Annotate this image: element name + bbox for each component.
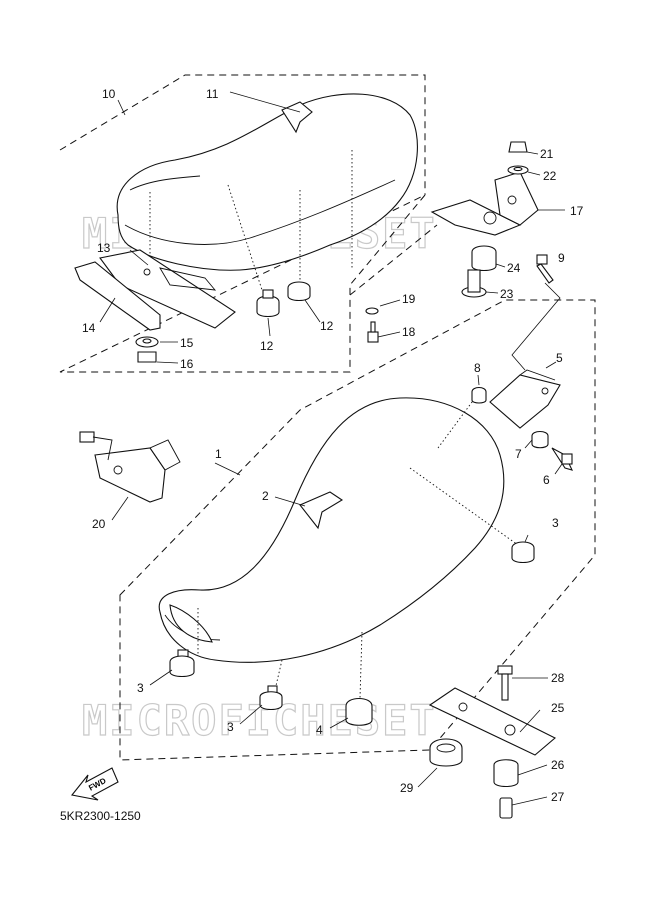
- plate-25: [428, 687, 556, 756]
- callout-6: 6: [543, 473, 550, 487]
- callout-2: 2: [262, 489, 269, 503]
- callout-18: 18: [402, 325, 416, 339]
- washer-19: [365, 307, 379, 315]
- callout-3-right: 3: [552, 516, 559, 530]
- damper-3-left: [169, 649, 195, 678]
- damper-29: [429, 738, 463, 767]
- callout-3-mid: 3: [227, 720, 234, 734]
- callout-26: 26: [551, 758, 565, 772]
- bolt-9: [536, 254, 554, 284]
- callout-9: 9: [558, 251, 565, 265]
- callout-1: 1: [215, 447, 222, 461]
- callout-19: 19: [402, 292, 416, 306]
- callout-3-left: 3: [137, 681, 144, 695]
- damper-12a: [256, 289, 280, 318]
- seat-main: [158, 397, 519, 699]
- callout-15: 15: [180, 336, 194, 350]
- grab-bracket-20: [79, 431, 181, 503]
- bracket-5: [489, 369, 561, 429]
- callout-22: 22: [543, 169, 557, 183]
- damper-26: [493, 759, 519, 788]
- callout-28: 28: [551, 671, 565, 685]
- bracket-17: [430, 171, 539, 236]
- callout-14: 14: [82, 321, 96, 335]
- callout-4-label: 4: [316, 723, 323, 737]
- callout-10: 10: [102, 87, 116, 101]
- callout-12-b: 12: [320, 319, 334, 333]
- callout-20: 20: [92, 517, 106, 531]
- washer-22: [507, 165, 529, 175]
- callout-16: 16: [180, 357, 194, 371]
- diagram-code: 5KR2300-1250: [60, 809, 141, 823]
- damper-3-middle: [259, 685, 283, 711]
- bolt-6: [551, 447, 574, 471]
- callout-12a: 12: [260, 339, 274, 353]
- callout-7: 7: [515, 447, 522, 461]
- callout-11: 11: [206, 87, 219, 101]
- callout-27: 27: [551, 790, 565, 804]
- callout-23: 23: [500, 287, 514, 301]
- damper-24: [471, 245, 497, 272]
- watermark-bottom: MICROFICHESET: [82, 696, 437, 745]
- callout-8: 8: [474, 361, 481, 375]
- damper-4: [345, 697, 373, 726]
- bolt-28: [497, 665, 513, 701]
- damper-12b: [287, 281, 311, 302]
- callouts: 10 11 13 14 15 16 12 12 21 22 17 9 24 23…: [82, 87, 584, 804]
- collar-27: [499, 797, 513, 819]
- nut-21: [508, 141, 528, 153]
- callout-5: 5: [556, 351, 563, 365]
- collar-23: [461, 269, 487, 298]
- leader-bolt-9: [511, 282, 561, 371]
- fwd-arrow-icon: FWD: [71, 767, 119, 801]
- callout-24: 24: [507, 261, 521, 275]
- leader-dash-bracket: [349, 224, 438, 296]
- seat-strip: [74, 261, 161, 331]
- callout-13: 13: [97, 241, 111, 255]
- group-boundary-lower: [119, 299, 596, 761]
- washer-15: [135, 336, 159, 348]
- collar-7: [531, 430, 549, 449]
- nut-16: [137, 351, 157, 363]
- callout-17: 17: [570, 204, 584, 218]
- damper-3-right: [511, 541, 535, 564]
- seat-upper: [116, 93, 418, 291]
- bolt-18: [367, 321, 379, 343]
- cap-8: [471, 386, 487, 404]
- callout-21: 21: [540, 147, 554, 161]
- callout-25: 25: [551, 701, 565, 715]
- leader-lines: [99, 91, 565, 806]
- callout-29: 29: [400, 781, 414, 795]
